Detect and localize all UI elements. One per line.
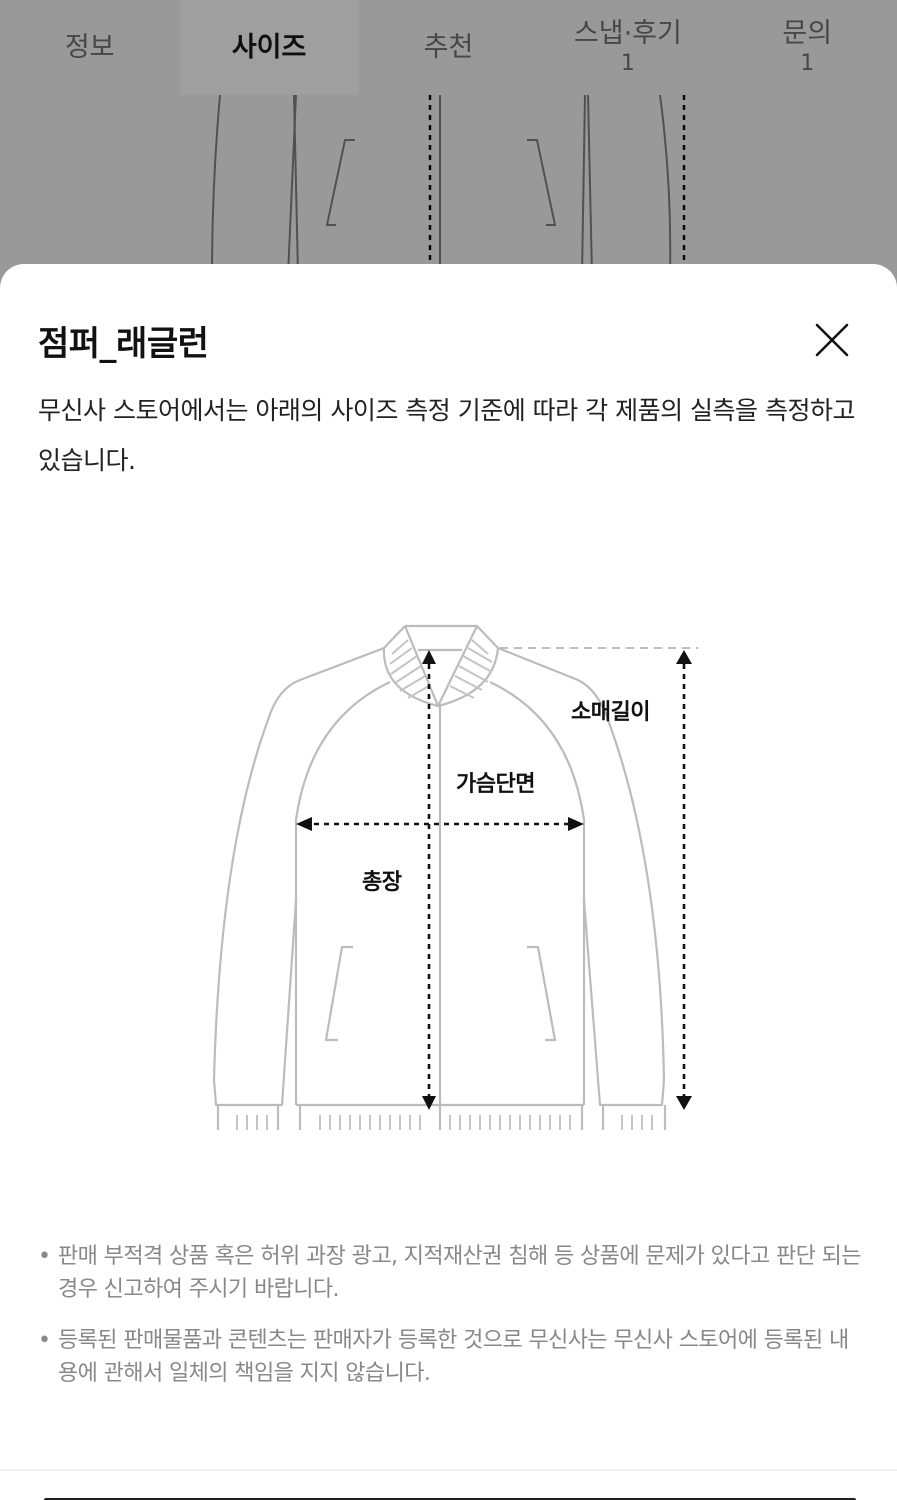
tab-count: 1 — [800, 50, 815, 76]
footer-divider — [0, 1469, 897, 1471]
notice-item: • 등록된 판매물품과 콘텐츠는 판매자가 등록한 것으로 무신사는 무신사 스… — [38, 1324, 868, 1390]
raglan-jacket-diagram: 소매길이 가슴단면 총장 — [200, 610, 720, 1139]
bullet-icon: • — [38, 1328, 51, 1353]
sleeve-length-label: 소매길이 — [571, 700, 650, 725]
size-guide-sheet: 점퍼_래글런 무신사 스토어에서는 아래의 사이즈 측정 기준에 따라 각 제품… — [0, 264, 897, 1500]
bottom-button-edge[interactable] — [44, 1498, 856, 1500]
sheet-title: 점퍼_래글런 — [38, 324, 209, 364]
tab-snap-review[interactable]: 스냅·후기 1 — [538, 0, 717, 95]
tab-size[interactable]: 사이즈 — [179, 0, 359, 95]
notice-text: 등록된 판매물품과 콘텐츠는 판매자가 등록한 것으로 무신사는 무신사 스토어… — [58, 1328, 849, 1386]
close-button[interactable] — [812, 320, 852, 360]
total-length-label: 총장 — [362, 870, 402, 895]
background-size-diagram — [211, 95, 686, 275]
tab-inquiry[interactable]: 문의 1 — [718, 0, 897, 95]
notice-item: • 판매 부적격 상품 혹은 허위 과장 광고, 지적재산권 침해 등 상품에 … — [38, 1240, 868, 1306]
notice-list: • 판매 부적격 상품 혹은 허위 과장 광고, 지적재산권 침해 등 상품에 … — [38, 1240, 868, 1408]
tab-info[interactable]: 정보 — [0, 0, 179, 95]
tab-label: 문의 — [782, 17, 833, 49]
close-icon — [815, 323, 849, 357]
tab-label: 스냅·후기 — [573, 17, 682, 49]
tab-label: 추천 — [423, 31, 474, 63]
tab-count: 1 — [620, 50, 635, 76]
product-tab-bar: 정보 사이즈 추천 스냅·후기 1 문의 1 — [0, 0, 897, 95]
bullet-icon: • — [38, 1244, 51, 1269]
tab-recommend[interactable]: 추천 — [359, 0, 538, 95]
sheet-description: 무신사 스토어에서는 아래의 사이즈 측정 기준에 따라 각 제품의 실측을 측… — [38, 396, 855, 475]
active-tab-highlight — [180, 0, 359, 95]
notice-text: 판매 부적격 상품 혹은 허위 과장 광고, 지적재산권 침해 등 상품에 문제… — [58, 1244, 862, 1302]
tab-label: 정보 — [64, 31, 115, 63]
tab-label: 사이즈 — [231, 31, 307, 63]
jacket-outline — [212, 624, 698, 1139]
chest-width-label: 가슴단면 — [456, 772, 535, 797]
